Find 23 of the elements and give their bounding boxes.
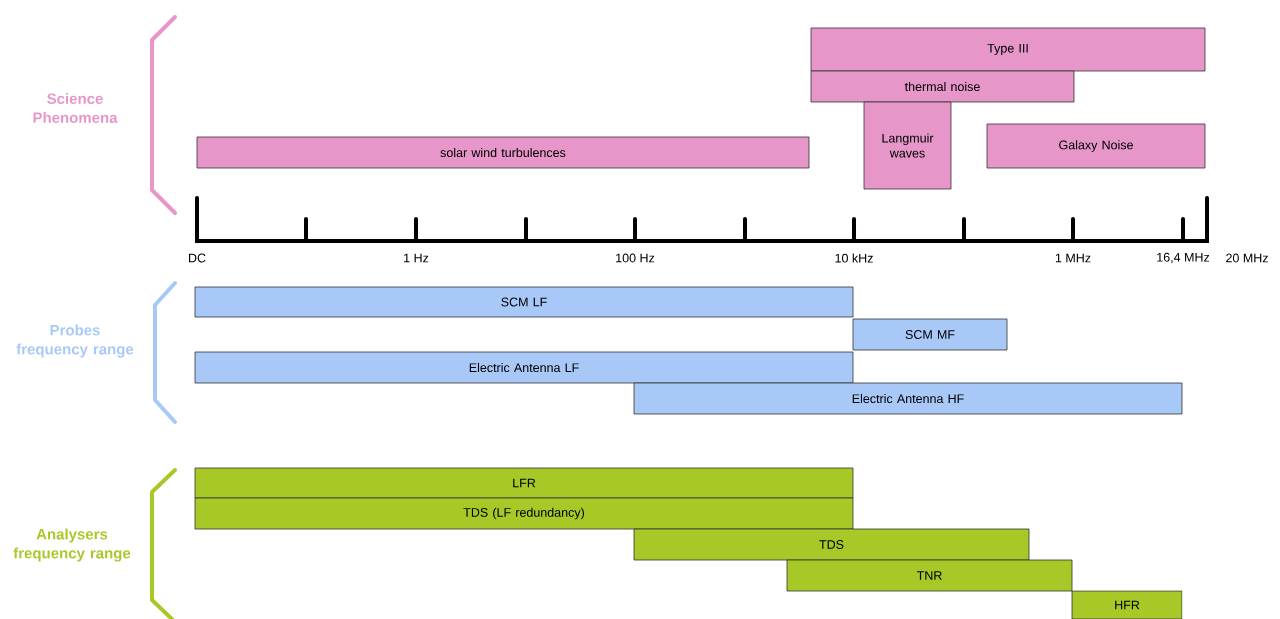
group-label: Probes frequency range — [16, 324, 134, 358]
frequency-band-bar: TDS — [633, 528, 1030, 561]
frequency-band-bar: TNR — [786, 559, 1073, 592]
frequency-band-bar: TDS (LF redundancy) — [194, 497, 854, 530]
frequency-band-bar: SCM MF — [852, 318, 1008, 351]
group-label: Science Phenomena — [33, 93, 118, 123]
frequency-band-bar: thermal noise — [810, 70, 1075, 103]
tick-label: 16,4 MHz — [1157, 252, 1210, 264]
frequency-band-bar: solar wind turbulences — [196, 136, 810, 169]
frequency-band-bar: HFR — [1071, 590, 1183, 619]
frequency-band-bar: SCM LF — [194, 286, 854, 318]
frequency-band-bar: Langmuir waves — [863, 101, 952, 190]
tick-label: 1 Hz — [404, 253, 429, 263]
tick-label: 1 MHz — [1055, 253, 1091, 263]
frequency-band-bar: Electric Antenna LF — [194, 351, 854, 384]
tick-label: 100 Hz — [616, 253, 655, 263]
frequency-band-bar: Electric Antenna HF — [633, 382, 1183, 415]
tick-label: DC — [189, 253, 206, 263]
group-label: Analysers frequency range — [13, 528, 131, 562]
frequency-band-bar: LFR — [194, 467, 854, 499]
frequency-band-bar: Galaxy Noise — [986, 123, 1206, 169]
tick-label: 20 MHz — [1226, 253, 1268, 263]
tick-label: 10 kHz — [835, 253, 873, 263]
